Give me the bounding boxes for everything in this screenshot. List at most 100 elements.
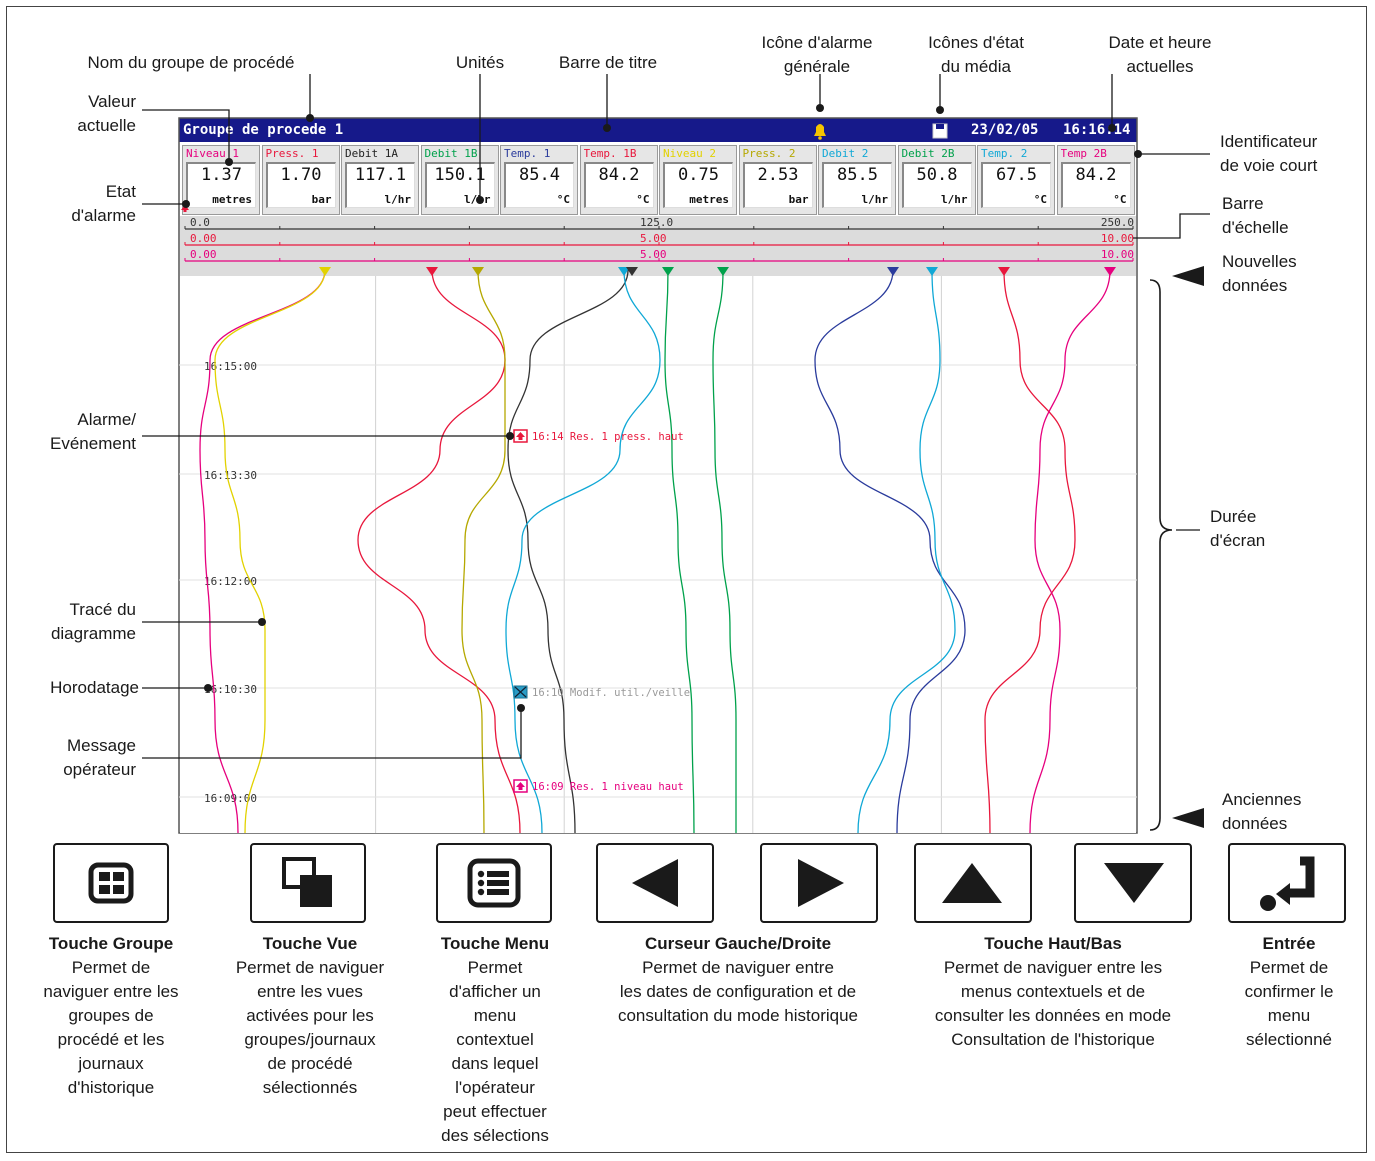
media-status-icon bbox=[932, 123, 948, 139]
trace-pointer-marker bbox=[472, 267, 484, 276]
menu-key-button[interactable] bbox=[436, 843, 552, 923]
scale-min: 0.00 bbox=[190, 248, 217, 261]
enter-key-icon bbox=[1260, 856, 1315, 911]
channel-unit: metres bbox=[689, 193, 729, 206]
group-key-description: Permet de naviguer entre les groupes de … bbox=[43, 958, 179, 1097]
view-key-title: Touche Vue bbox=[262, 934, 358, 953]
channel-value-window: 67.5°C bbox=[981, 162, 1051, 208]
chart-trace bbox=[505, 269, 661, 834]
alarm-arrow-stem bbox=[518, 786, 523, 790]
channel-tag: Temp 2B bbox=[1060, 147, 1107, 160]
callout-screen-duration: Durée d'écran bbox=[1210, 507, 1266, 550]
event-annotation: 16:10 Modif. util./veille bbox=[513, 685, 690, 699]
chart-trace bbox=[214, 269, 326, 834]
alarm-arrow-stem bbox=[518, 436, 523, 440]
channel-tag: Temp. 1B bbox=[583, 147, 637, 160]
left-cursor-button[interactable] bbox=[596, 843, 714, 923]
callout-dot bbox=[506, 432, 514, 440]
timestamp-label: 16:15:00 bbox=[204, 360, 257, 373]
channel-tag: Debit 2 bbox=[822, 147, 869, 160]
trace-pointer-marker bbox=[662, 267, 674, 276]
callout-dot bbox=[182, 200, 190, 208]
view-key-button[interactable] bbox=[250, 843, 366, 923]
right-cursor-button[interactable] bbox=[760, 843, 878, 923]
callout-operator-message: Message opérateur bbox=[63, 736, 136, 779]
callout-new-data: Nouvelles données bbox=[1222, 252, 1297, 295]
channel-tag: Temp. 1 bbox=[504, 147, 551, 160]
channel-value: 67.5 bbox=[996, 165, 1037, 185]
trace-pointer-marker bbox=[717, 267, 729, 276]
callout-dot bbox=[936, 106, 944, 114]
enter-key-description: Permet de confirmer le menu sélectionné bbox=[1244, 958, 1334, 1049]
chart-trace bbox=[1029, 269, 1111, 834]
new-data-arrow bbox=[1172, 266, 1204, 286]
callout-date-time: Date et heure actuelles bbox=[1108, 33, 1212, 76]
callout-general-alarm: Icône d'alarme générale bbox=[761, 33, 873, 76]
enter-key-button[interactable] bbox=[1228, 843, 1346, 923]
down-key-button[interactable] bbox=[1074, 843, 1192, 923]
callout-leader bbox=[142, 708, 522, 759]
channel-tag: Debit 1B bbox=[424, 147, 478, 160]
callout-media-status: Icônes d'état du média bbox=[928, 33, 1024, 76]
down-arrow-icon bbox=[1104, 863, 1164, 903]
view-key-icon bbox=[282, 857, 332, 907]
callout-dot bbox=[258, 618, 266, 626]
channel-tag: Press. 2 bbox=[742, 147, 796, 160]
group-key-title: Touche Groupe bbox=[48, 934, 174, 953]
channel-value: 1.70 bbox=[280, 165, 322, 185]
up-down-key-description: Permet de naviguer entre les menus conte… bbox=[934, 958, 1172, 1049]
trace-pointer-marker bbox=[998, 267, 1010, 276]
left-right-key-description: Permet de naviguer entre les dates de co… bbox=[617, 958, 859, 1025]
trace-pointer-marker bbox=[626, 267, 638, 276]
figure-frame bbox=[6, 6, 1367, 1153]
scale-mid: 5.00 bbox=[640, 248, 667, 261]
callout-dot bbox=[306, 114, 314, 122]
operator-message-mark bbox=[514, 686, 527, 698]
channel-unit: °C bbox=[1113, 193, 1127, 206]
event-annotation: 16:09 Res. 1 niveau haut bbox=[513, 779, 684, 793]
callout-alarm-event: Alarme/ Evénement bbox=[50, 410, 136, 453]
timestamp-label: 16:13:30 bbox=[204, 469, 257, 482]
group-key-icon bbox=[88, 862, 134, 904]
alarm-arrow bbox=[516, 432, 525, 437]
channel-value: 0.75 bbox=[678, 165, 719, 185]
scale-max: 10.00 bbox=[1101, 232, 1134, 245]
up-key-button[interactable] bbox=[914, 843, 1032, 923]
disk-shutter bbox=[936, 124, 944, 129]
scale-mid: 5.00 bbox=[640, 232, 667, 245]
event-annotation: 16:14 Res. 1 press. haut bbox=[513, 429, 684, 443]
menu-key-icon bbox=[467, 858, 521, 908]
event-text: 16:10 Modif. util./veille bbox=[532, 687, 690, 699]
alarm-arrow bbox=[516, 782, 525, 787]
scale-mid: 125.0 bbox=[640, 216, 673, 229]
channel-unit: l/hr bbox=[941, 193, 968, 206]
chart-area bbox=[180, 276, 1136, 833]
event-text: 16:09 Res. 1 niveau haut bbox=[532, 781, 684, 793]
group-key-button[interactable] bbox=[53, 843, 169, 923]
screen-duration-brace bbox=[1149, 279, 1173, 831]
callout-leader bbox=[142, 109, 230, 162]
enter-key-title: Entrée bbox=[1262, 934, 1316, 953]
chart-trace bbox=[199, 269, 326, 834]
trace-pointer-marker bbox=[618, 267, 630, 276]
trace-pointer-marker bbox=[426, 267, 438, 276]
channel-tag: Debit 1A bbox=[345, 147, 398, 160]
timestamp-label: 16:09:00 bbox=[204, 792, 257, 805]
bell-clapper bbox=[818, 136, 822, 140]
channel-value: 150.1 bbox=[434, 165, 486, 185]
group-name: Groupe de procede 1 bbox=[183, 122, 344, 138]
trace-pointer-marker bbox=[926, 267, 938, 276]
channel-tag: Debit 2B bbox=[901, 147, 955, 160]
old-data-arrow bbox=[1172, 808, 1204, 828]
scale-min: 0.00 bbox=[190, 232, 217, 245]
